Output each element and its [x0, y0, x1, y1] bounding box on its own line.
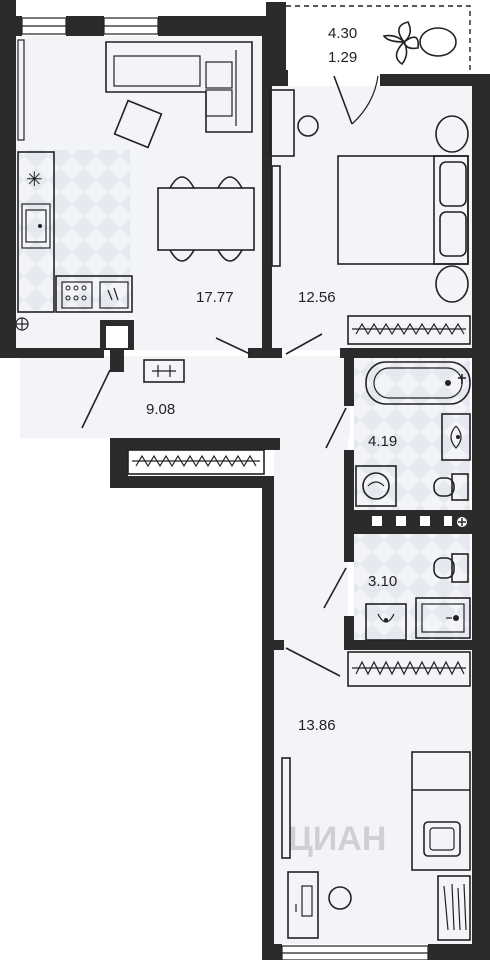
toilet-sink-icon — [365, 603, 407, 641]
nightstand-top-icon — [435, 115, 469, 153]
wall-bathroom-left — [344, 356, 354, 406]
living-furniture: ✳ — [15, 39, 255, 331]
toilet-tile-floor — [354, 532, 470, 642]
wall-top-living-right — [66, 16, 104, 36]
area-labels: 17.77 12.56 9.08 4.19 3.10 13.86 4.30 1.… — [146, 25, 397, 734]
wall-living-bottom-right — [248, 348, 282, 358]
balcony-floor — [284, 4, 470, 78]
door-living — [215, 337, 251, 355]
single-bed-icon — [411, 751, 471, 871]
toilet-fixtures — [365, 553, 471, 641]
windows — [21, 2, 471, 960]
desk-chair-icon — [328, 886, 352, 910]
wall-corridor-left — [262, 476, 274, 960]
door-balcony — [333, 75, 353, 125]
wall-right — [472, 74, 490, 960]
door-entrance — [81, 369, 111, 429]
chair-icon — [297, 115, 319, 137]
area-bedroom: 12.56 — [298, 289, 336, 306]
kitchen-tile-floor — [18, 150, 130, 310]
wardrobe-side-icon — [271, 165, 281, 267]
shower-tray-icon — [415, 597, 471, 639]
wall-toilet-bottom — [344, 640, 490, 650]
wall-toilet-left-bottom — [344, 616, 354, 648]
bedroom-wardrobe-icon — [347, 315, 471, 345]
watermark: ЦИАН — [288, 820, 386, 858]
vent-row-icon — [372, 516, 467, 527]
wall-top-living-left — [0, 16, 22, 36]
wall-bottom-left — [262, 944, 282, 960]
plant-icon — [382, 21, 457, 66]
door-bedroom — [285, 333, 323, 355]
electric-panel-icon — [143, 359, 185, 383]
svg-text:✳: ✳ — [26, 167, 43, 191]
kitchen-counter-icon: ✳ — [15, 151, 133, 331]
hall-wardrobe-icon — [127, 449, 265, 475]
bathtub-icon — [365, 361, 471, 405]
wall-hall-bottom-left — [110, 438, 128, 488]
wall-bedroom-top-right — [380, 74, 490, 86]
washing-machine-icon — [355, 465, 397, 507]
balcony-glazing — [286, 5, 471, 74]
area-balcony-total: 4.30 — [328, 25, 357, 42]
dining-table-icon — [157, 176, 255, 262]
bedroom2-floor — [274, 648, 472, 944]
area-hall: 9.08 — [146, 401, 175, 418]
sink-icon — [441, 413, 471, 461]
door-bedroom2 — [285, 647, 341, 677]
room-floors — [16, 4, 472, 944]
armchair-icon — [113, 99, 163, 149]
hall-furniture — [127, 359, 265, 475]
area-bedroom2: 13.86 — [298, 717, 336, 734]
wall-corridor-stub — [262, 640, 284, 650]
niche-inner — [106, 326, 128, 348]
bedroom2-radiator-icon — [281, 757, 291, 859]
wall-living-bedroom — [262, 16, 272, 352]
doors — [81, 75, 379, 677]
area-living-kitchen: 17.77 — [196, 289, 234, 306]
wall-living-bottom-left — [0, 348, 104, 358]
door-toilet — [323, 567, 347, 609]
radiator-icon — [17, 39, 25, 141]
wall-bedroom-top — [262, 70, 288, 86]
watermark-text: ЦИАН — [288, 820, 386, 858]
wall-hall-left-stub — [110, 350, 124, 372]
area-toilet: 3.10 — [368, 573, 397, 590]
wall-toilet-left-top — [344, 534, 354, 562]
double-bed-icon — [337, 155, 469, 265]
desk-icon — [269, 89, 295, 157]
wall-bedroom-bottom — [340, 348, 490, 358]
wall-top-living-far — [158, 16, 266, 36]
wall-bathroom-left-lower — [344, 450, 354, 514]
wall-left — [0, 0, 16, 356]
toilet-icon — [433, 553, 469, 583]
bedroom2-furniture — [281, 651, 471, 941]
corridor-floor — [274, 438, 348, 648]
sofa-icon — [105, 41, 253, 133]
nightstand-bottom-icon — [435, 265, 469, 303]
bedroom-floor — [272, 86, 472, 350]
area-balcony-reduced: 1.29 — [328, 49, 357, 66]
wall-bottom-right — [428, 944, 490, 960]
bedroom-furniture — [269, 89, 471, 345]
door-bathroom — [325, 407, 347, 449]
wall-bath-toilet — [344, 510, 472, 534]
balcony-side-wall — [266, 2, 286, 72]
bedroom2-wardrobe-icon — [347, 651, 471, 687]
area-bathroom: 4.19 — [368, 433, 397, 450]
toilet-bath-icon — [433, 473, 469, 501]
bathroom-fixtures — [355, 361, 471, 527]
wall-hall-corner — [110, 476, 274, 488]
work-desk-icon — [287, 871, 319, 939]
hall-floor — [20, 356, 350, 438]
shelf-icon — [437, 875, 471, 941]
wall-hall-bottom — [110, 438, 280, 450]
